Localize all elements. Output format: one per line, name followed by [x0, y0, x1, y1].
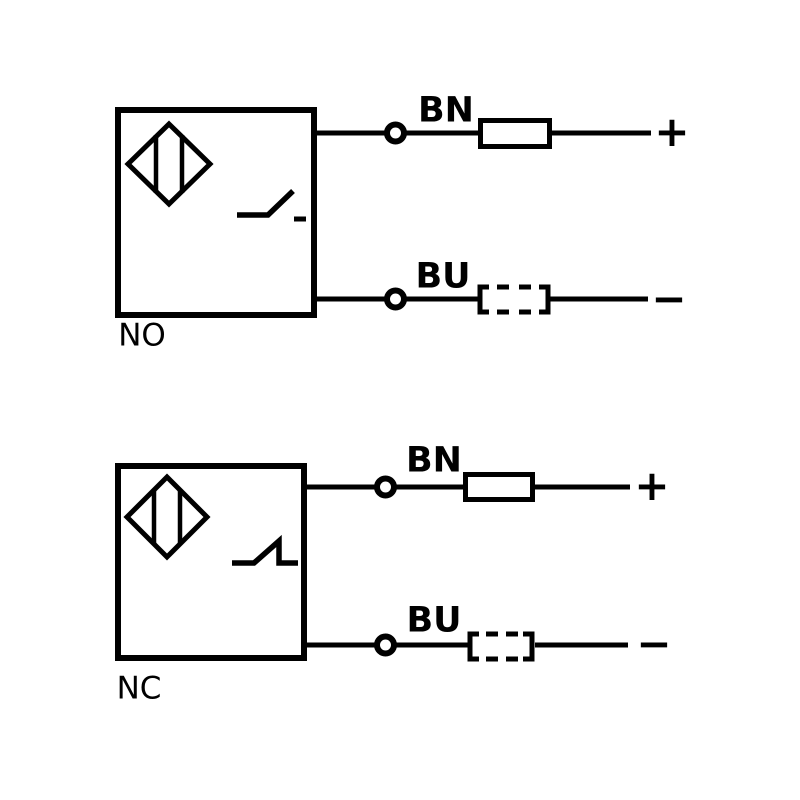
minus-terminal-label: −	[651, 274, 687, 323]
terminal-circle	[374, 475, 397, 499]
no-diagram-label: NO	[118, 317, 166, 354]
sensor-body-box	[115, 107, 317, 318]
load-box-solid	[478, 118, 552, 149]
contact-arm	[237, 189, 295, 218]
sensor-diamond	[123, 473, 211, 561]
dashed-box-right-bracket	[539, 284, 551, 315]
normally-open-contact-icon	[237, 189, 306, 222]
normally-closed-contact-icon	[232, 534, 298, 566]
plus-terminal-label: +	[654, 107, 690, 156]
load-box-solid	[463, 472, 535, 502]
bn-wire	[304, 472, 630, 502]
sensor-diamond	[124, 120, 214, 208]
bn-wire-label: BN	[418, 90, 474, 131]
bu-wire	[304, 631, 628, 662]
dashed-box-left-bracket	[477, 284, 489, 315]
load-box-dashed	[477, 284, 551, 315]
dashed-box-left-bracket	[467, 631, 479, 662]
contact-arm	[232, 534, 298, 566]
bu-wire	[314, 284, 648, 315]
bn-wire	[314, 118, 651, 149]
nc-diagram-label: NC	[116, 670, 162, 707]
plus-terminal-label: +	[634, 461, 670, 510]
terminal-circle	[384, 287, 407, 311]
terminal-circle	[384, 121, 407, 145]
minus-terminal-label: −	[636, 619, 672, 668]
dashed-box-right-bracket	[523, 631, 535, 662]
nc-diagram	[115, 463, 630, 662]
bu-wire-label: BU	[415, 256, 471, 297]
bn-wire-label: BN	[406, 440, 462, 481]
proximity-sensor-icon	[124, 120, 214, 208]
no-diagram	[115, 107, 651, 318]
bu-wire-label: BU	[406, 600, 462, 641]
proximity-sensor-icon	[123, 473, 211, 561]
load-box-dashed	[467, 631, 535, 662]
terminal-circle	[374, 633, 397, 657]
